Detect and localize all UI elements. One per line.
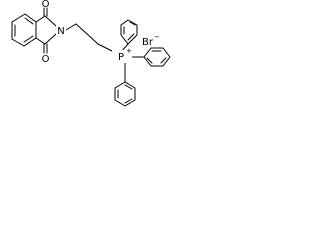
phenyl-ring-right	[131, 47, 171, 67]
chemical-structure: O O N P + Br −	[11, 0, 171, 107]
imide-ring	[35, 15, 57, 45]
phosphorus-charge: +	[126, 47, 132, 55]
bromide-label: Br	[142, 37, 154, 48]
nitrogen-label: N	[57, 26, 64, 37]
butyl-chain	[65, 23, 113, 52]
bromide-charge: −	[154, 33, 160, 41]
carbonyl-bonds	[43, 7, 48, 54]
oxygen-label-bottom: O	[42, 54, 50, 65]
phenyl-ring-top	[120, 19, 138, 53]
phenyl-ring-bottom	[114, 61, 136, 107]
oxygen-label-top: O	[42, 0, 50, 10]
phosphorus-label: P	[118, 52, 124, 63]
phthalimide-benzene-ring	[11, 13, 37, 47]
